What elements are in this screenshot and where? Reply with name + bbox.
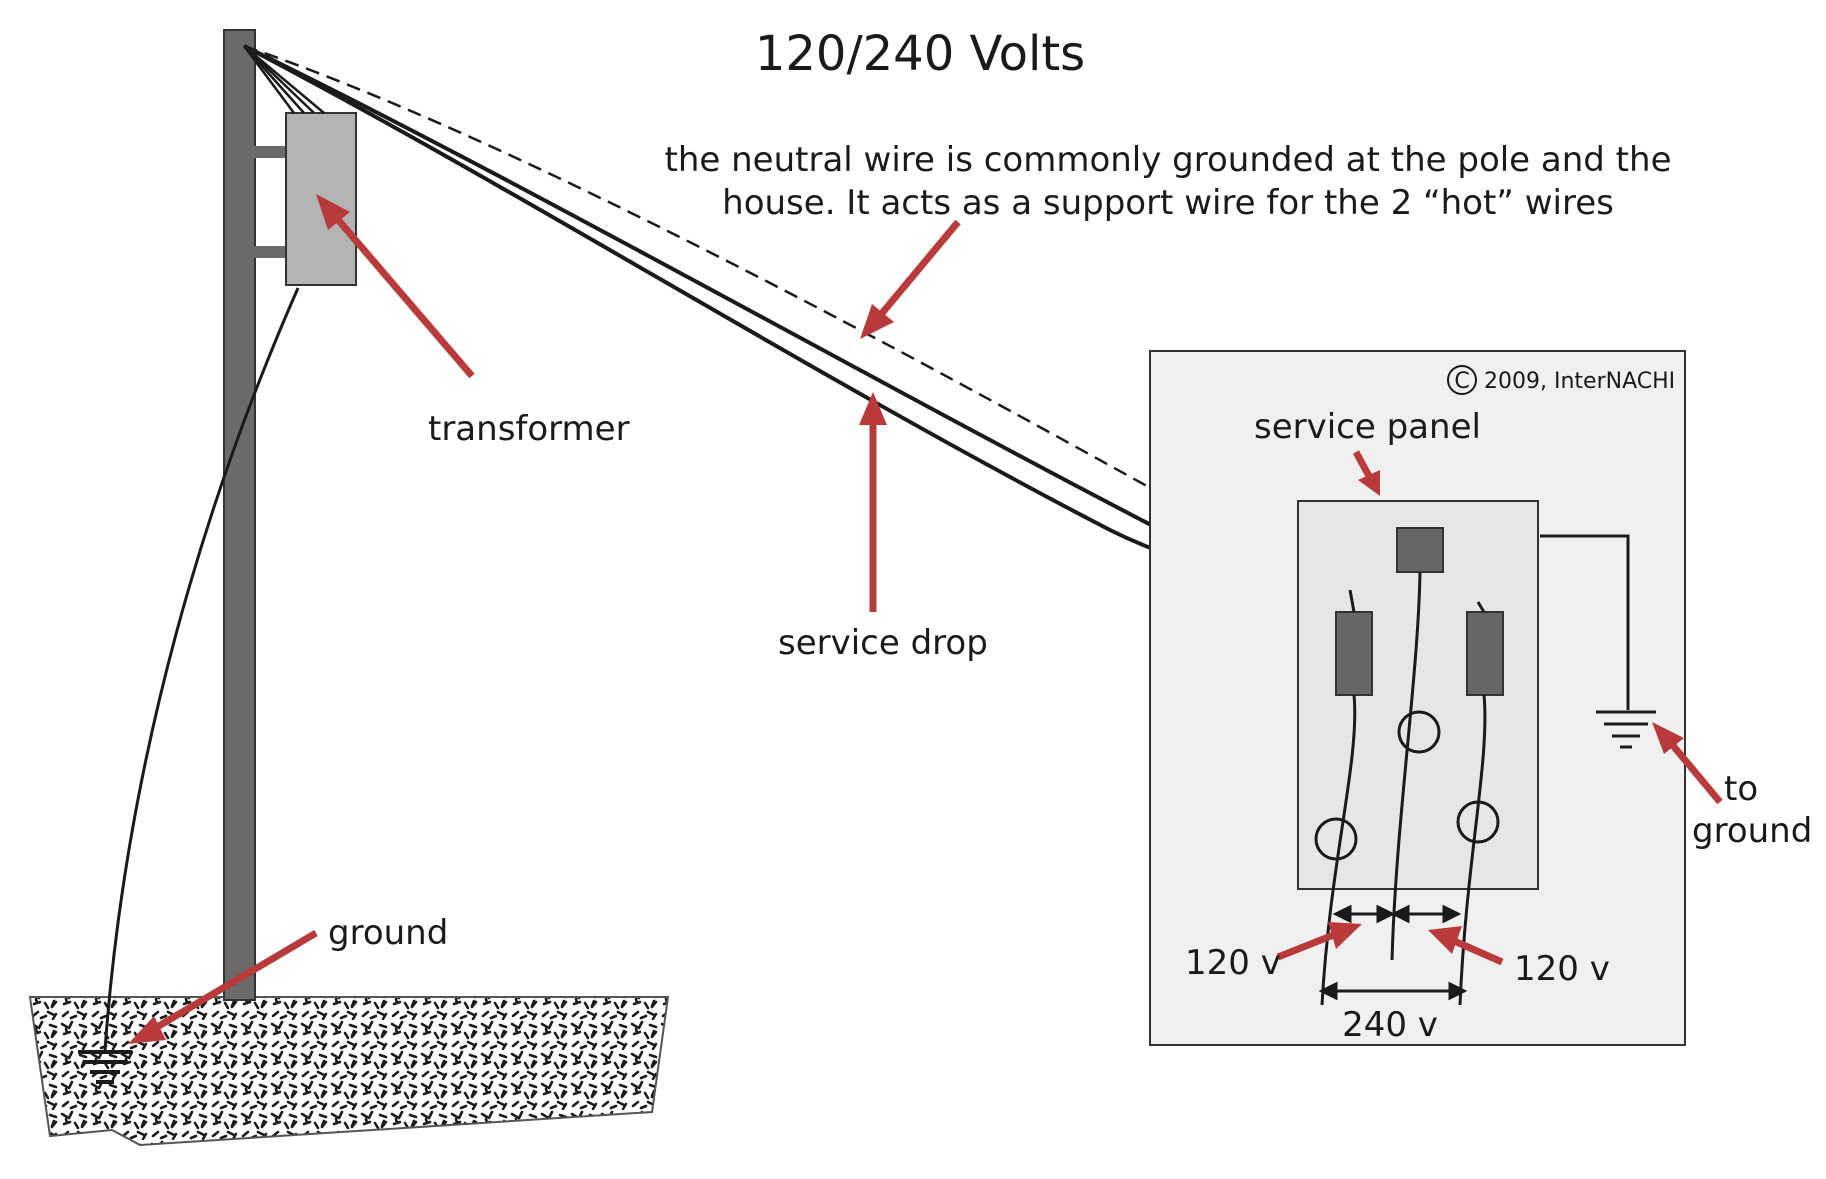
v120-left-arrow-icon bbox=[1276, 922, 1362, 961]
neutral-annotation: the neutral wire is commonly grounded at… bbox=[665, 140, 1672, 223]
annotation-line-1: the neutral wire is commonly grounded at… bbox=[665, 140, 1672, 180]
copyright-symbol: C bbox=[1454, 369, 1469, 394]
v120-right-arrow-icon bbox=[1428, 926, 1504, 966]
label-120v-left: 120 v bbox=[1185, 943, 1281, 983]
pole-bracket-upper bbox=[254, 146, 288, 158]
terminal-right bbox=[1456, 800, 1500, 844]
copyright-notice: C 2009, InterNACHI bbox=[1447, 365, 1675, 395]
ground-soil bbox=[28, 996, 670, 1147]
terminal-left bbox=[1314, 817, 1358, 861]
neutral-wire bbox=[243, 44, 1401, 562]
page-title: 120/240 Volts bbox=[755, 26, 1085, 82]
to-ground-arrow-icon bbox=[1652, 722, 1723, 805]
label-service-drop: service drop bbox=[778, 623, 988, 663]
breaker-left bbox=[1335, 611, 1373, 696]
transformer-leads bbox=[242, 45, 325, 114]
copyright-icon bbox=[1447, 365, 1477, 395]
pole-ground-wire bbox=[103, 287, 300, 1051]
terminal-middle bbox=[1397, 710, 1441, 754]
pointer-arrows bbox=[128, 194, 1723, 1044]
breaker-right bbox=[1466, 611, 1504, 696]
label-to-ground-line1: to bbox=[1724, 769, 1758, 809]
utility-pole bbox=[223, 29, 256, 1001]
pole-ground-symbol-icon bbox=[78, 1050, 132, 1084]
copyright-text: 2009, InterNACHI bbox=[1484, 369, 1675, 394]
service-panel-arrow-icon bbox=[1352, 450, 1380, 496]
label-transformer: transformer bbox=[428, 409, 630, 449]
annotation-line-2: house. It acts as a support wire for the… bbox=[722, 183, 1614, 223]
neutral-arrow-icon bbox=[860, 219, 961, 339]
pole-bracket-lower bbox=[254, 246, 288, 258]
label-240v: 240 v bbox=[1342, 1005, 1438, 1045]
neutral-bus bbox=[1396, 527, 1444, 573]
label-120v-right: 120 v bbox=[1514, 949, 1610, 989]
ground-arrow-icon bbox=[128, 929, 318, 1044]
voltage-measures bbox=[1318, 904, 1468, 1001]
label-service-panel: service panel bbox=[1254, 407, 1481, 447]
label-to-ground-line2: ground bbox=[1692, 811, 1812, 851]
service-drop-arrow-icon bbox=[859, 392, 887, 612]
label-ground: ground bbox=[328, 913, 448, 953]
transformer-arrow-icon bbox=[316, 194, 475, 379]
ground-symbol-icon bbox=[1596, 710, 1656, 749]
